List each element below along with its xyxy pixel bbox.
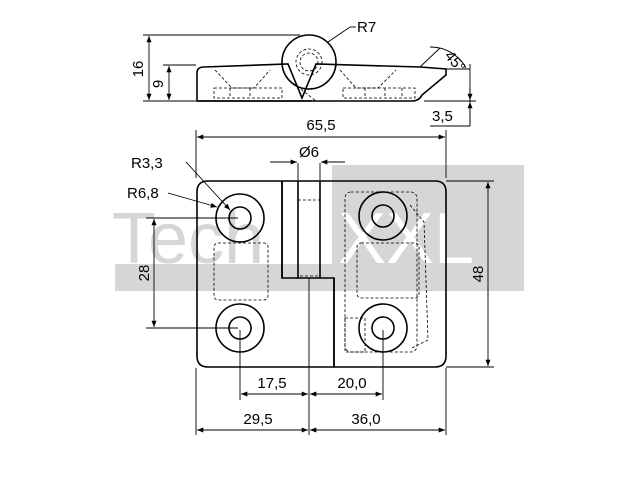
top-dim-200-label: 20,0 [337, 375, 366, 392]
top-width-655-label: 65,5 [306, 117, 335, 134]
top-hole-radius-label: R3,3 [131, 155, 163, 172]
side-radius-r7-label: R7 [357, 19, 376, 36]
side-angle-45-label: 45° [441, 48, 469, 76]
top-hole-spacing-28-label: 28 [136, 265, 153, 282]
top-height-48-label: 48 [470, 266, 487, 283]
top-dim-360-label: 36,0 [351, 411, 380, 428]
top-view: 65,5 Ø6 R3,3 R6,8 [127, 117, 494, 435]
top-boss-radius-label: R6,8 [127, 185, 159, 202]
top-dim-295-label: 29,5 [243, 411, 272, 428]
side-height-9-label: 9 [150, 80, 167, 88]
side-offset-35-label: 3,5 [432, 108, 453, 125]
side-height-16-label: 16 [130, 61, 147, 78]
side-view: 16 9 R7 45° 3,5 [130, 19, 476, 127]
watermark-box [332, 165, 524, 291]
top-dim-175-label: 17,5 [257, 375, 286, 392]
top-pin-diameter-label: Ø6 [299, 144, 319, 161]
watermark: Tech XXL [112, 165, 524, 291]
